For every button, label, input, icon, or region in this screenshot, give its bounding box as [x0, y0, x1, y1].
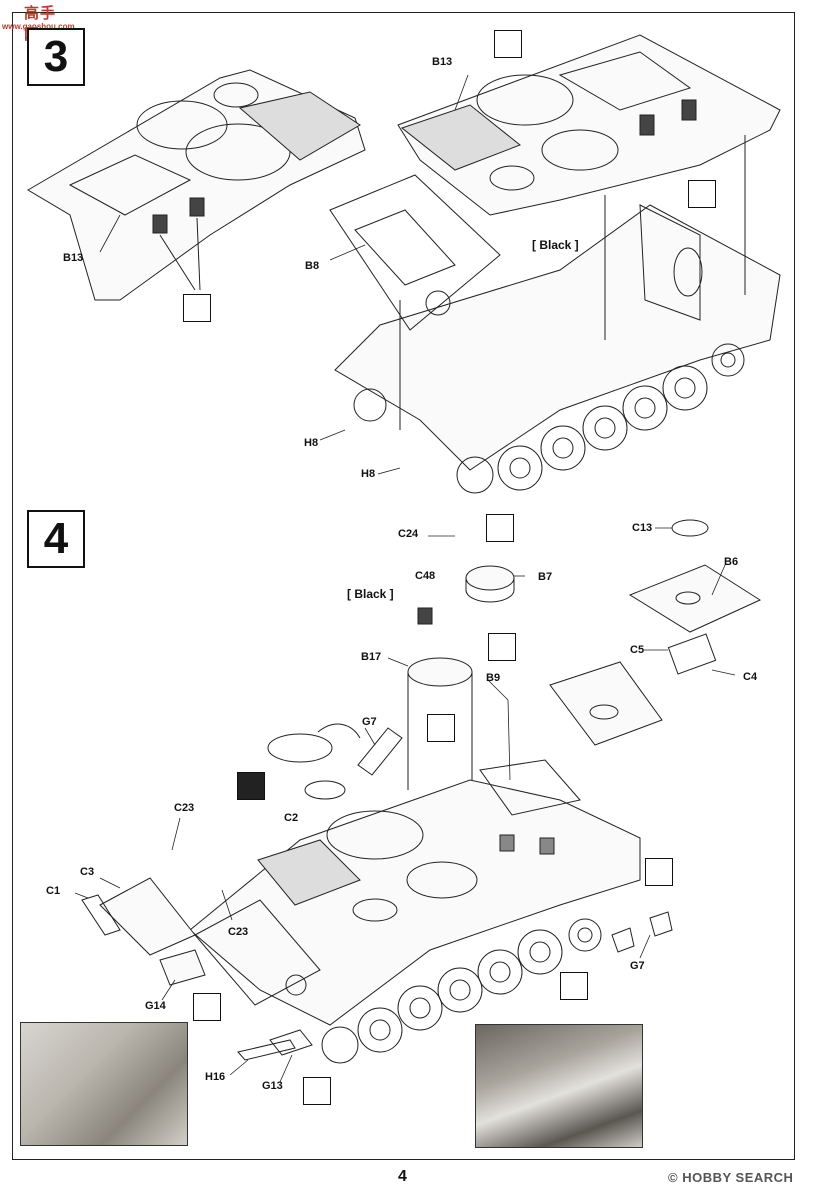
paint-drop-icon [560, 972, 588, 1000]
watermark-url: www.gaoshou.com [2, 22, 75, 31]
part-label: B8 [305, 260, 320, 272]
paint-drop-icon [427, 714, 455, 742]
page-number: 4 [398, 1168, 407, 1185]
part-label: C2 [284, 812, 299, 824]
part-label: G14 [145, 1000, 166, 1012]
part-label: G13 [262, 1080, 283, 1092]
step3-hull-right [329, 34, 781, 494]
paint-note-black: [ Black ] [347, 587, 394, 601]
part-label: C3 [80, 866, 95, 878]
step3-road-wheels [353, 343, 745, 494]
hobby-search-logo-mark: © [668, 1170, 679, 1185]
part-label: C1 [46, 885, 61, 897]
page-frame [12, 12, 795, 1160]
part-label: B17 [361, 651, 382, 663]
no-glue-icon [486, 514, 514, 542]
part-label: B9 [486, 672, 501, 684]
paint-drop-icon [193, 993, 221, 1021]
step3-deck-left [27, 69, 366, 301]
hobby-search-logo: © HOBBY SEARCH [668, 1170, 793, 1185]
reference-photo-right [475, 1024, 643, 1148]
part-label: B13 [432, 56, 453, 68]
reference-photo-left [20, 1022, 188, 1146]
part-label: C48 [415, 570, 436, 582]
part-label: B7 [538, 571, 553, 583]
part-label: B13 [63, 252, 84, 264]
leader-lines [74, 74, 736, 1083]
glue-icon [494, 30, 522, 58]
part-label: H16 [205, 1071, 226, 1083]
part-label: C13 [632, 522, 653, 534]
part-label: C24 [398, 528, 419, 540]
glue-icon [183, 294, 211, 322]
part-label: C23 [228, 926, 249, 938]
step4-road-wheels [321, 918, 602, 1064]
part-label: C5 [630, 644, 645, 656]
part-label: G7 [362, 716, 377, 728]
part-label: H8 [361, 468, 376, 480]
paint-note-black: [ Black ] [532, 238, 579, 252]
paint-drop-icon [645, 858, 673, 886]
flip-part-icon [237, 772, 265, 800]
hobby-search-logo-text: HOBBY SEARCH [682, 1170, 794, 1185]
step-4-number-text: 4 [43, 514, 69, 563]
part-label: H8 [304, 437, 319, 449]
part-label: B6 [724, 556, 739, 568]
step4-hull [81, 759, 673, 1064]
part-label: C23 [174, 802, 195, 814]
step-4-number: 4 [27, 510, 85, 568]
glue-icon [688, 180, 716, 208]
step-3-number-text: 3 [43, 32, 69, 81]
part-label: C4 [743, 671, 758, 683]
paint-drop-icon [303, 1077, 331, 1105]
step4-parts-top [267, 519, 762, 800]
step-3-number: 3 [27, 28, 85, 86]
part-label: G7 [630, 960, 645, 972]
no-glue-icon [488, 633, 516, 661]
